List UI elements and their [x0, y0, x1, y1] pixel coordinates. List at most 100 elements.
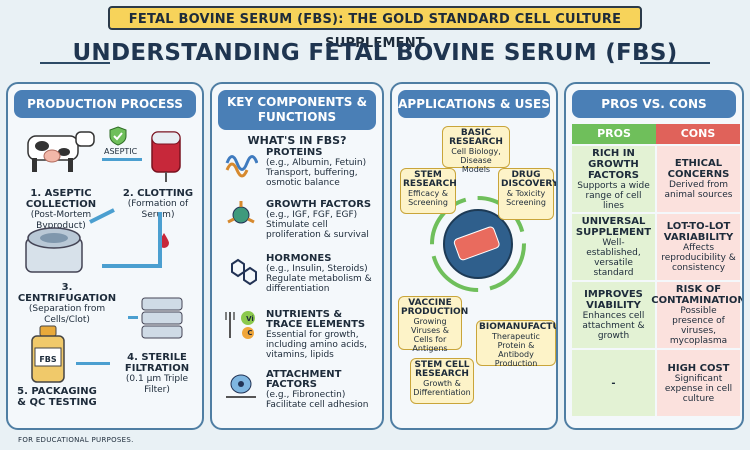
proteins-name: PROTEINS [266, 147, 323, 158]
app-basic-research: BASIC RESEARCH Cell Biology, Disease Mod… [442, 126, 510, 174]
step-3-title: 3. CENTRIFUGATION [17, 282, 117, 304]
page-title: UNDERSTANDING FETAL BOVINE SERUM (FBS) [72, 40, 678, 66]
step-1: 1. ASEPTIC COLLECTION (Post-Mortem Bypro… [12, 188, 110, 232]
app-vaccine-production: VACCINE PRODUCTION Growing Viruses & Cel… [398, 296, 469, 353]
bottle-label: FBS [39, 355, 57, 364]
con-2-desc: Affects reproducibility & consistency [661, 243, 736, 273]
con-4-title: HIGH COST [667, 362, 730, 374]
protein-icon [225, 155, 258, 178]
app-biomanufacturing: BIOMANUFACTURING Therapeutic Protein & A… [476, 320, 558, 368]
pro-cell-3: IMPROVES VIABILITY Enhances cell attachm… [572, 282, 655, 348]
con-3-title: RISK OF CONTAMINATION [651, 284, 744, 306]
app-stem-cell-research-title: STEM CELL RESEARCH [414, 360, 470, 379]
arrow-1 [102, 158, 142, 161]
arrow-3 [128, 316, 138, 319]
hormones-desc: Regulate metabolism & differentiation [266, 274, 372, 294]
app-basic-research-title: BASIC RESEARCH [449, 128, 503, 147]
con-1-desc: Derived from animal sources [664, 180, 733, 200]
app-basic-research-desc: Cell Biology, Disease Models [451, 147, 501, 174]
app-stem-research-desc: Efficacy & Screening [407, 189, 448, 207]
pro-3-desc: Enhances cell attachment & growth [582, 311, 645, 341]
app-drug-discovery-title: DRUG DISCOVERY [501, 170, 558, 189]
proscons-head-row: PROS CONS [572, 124, 740, 144]
pipette-icon [89, 208, 115, 224]
aseptic-tag: ASEPTIC [104, 147, 138, 156]
pro-cell-2: UNIVERSAL SUPPLEMENT Well-established, v… [572, 214, 655, 280]
filter-icon [141, 297, 183, 339]
shield-check-icon [109, 126, 127, 146]
step-2-title: 2. CLOTTING [122, 188, 194, 199]
proscons-row-3: IMPROVES VIABILITY Enhances cell attachm… [572, 282, 742, 348]
vitamin-label-2: C [247, 329, 253, 337]
components-panel: KEY COMPONENTS & FUNCTIONS WHAT'S IN FBS… [210, 82, 384, 430]
title-rule-right [640, 62, 710, 64]
arrow-4 [76, 362, 110, 365]
app-vaccine-production-title: VACCINE PRODUCTION [401, 298, 469, 317]
top-banner: FETAL BOVINE SERUM (FBS): THE GOLD STAND… [108, 6, 642, 51]
pro-3-title: IMPROVES VIABILITY [584, 289, 643, 311]
fbs-bottle-icon [31, 325, 65, 383]
attachment-icon [226, 374, 256, 398]
hormone-icon [231, 258, 257, 286]
pro-cell-4: - [572, 350, 655, 416]
nutrients-desc: Essential for growth, including amino ac… [266, 330, 367, 360]
con-3-desc: Possible presence of viruses, mycoplasma [669, 306, 728, 346]
attachment-desc: Facilitate cell adhesion [266, 400, 369, 410]
con-cell-4: HIGH COST Significant expense in cell cu… [657, 350, 740, 416]
step-3-desc: (Separation from Cells/Clot) [28, 304, 106, 325]
vitamin-label-1: Vi [246, 315, 254, 323]
applications-header: APPLICATIONS & USES [398, 90, 550, 118]
arrow-2-horizontal [102, 264, 162, 268]
components-header: KEY COMPONENTS & FUNCTIONS [218, 90, 376, 130]
con-2-title: LOT-TO-LOT VARIABILITY [663, 221, 734, 243]
app-biomanufacturing-title: BIOMANUFACTURING [479, 322, 558, 332]
pro-2-title: UNIVERSAL SUPPLEMENT [575, 216, 652, 238]
blood-bag-icon [151, 131, 181, 182]
cons-label: CONS [656, 124, 740, 144]
pro-cell-1: RICH IN GROWTH FACTORS Supports a wide r… [572, 146, 655, 212]
con-cell-3: RISK OF CONTAMINATION Possible presence … [651, 282, 742, 348]
proscons-header: PROS VS. CONS [572, 90, 736, 118]
app-stem-research: STEM RESEARCH Efficacy & Screening [400, 168, 457, 214]
app-stem-research-title: STEM RESEARCH [403, 170, 457, 189]
proscons-row-4: - HIGH COST Significant expense in cell … [572, 350, 740, 416]
component-proteins: PROTEINS (e.g., Albumin, Fetuin) Transpo… [266, 147, 376, 189]
step-3: 3. CENTRIFUGATION (Separation from Cells… [12, 282, 122, 326]
proscons-row-1: RICH IN GROWTH FACTORS Supports a wide r… [572, 146, 740, 212]
title-rule-left [40, 62, 110, 64]
cow-icon [27, 131, 95, 172]
component-hormones: HORMONES (e.g., Insulin, Steroids) Regul… [266, 254, 376, 295]
step-1-desc: (Post-Mortem Byproduct) [30, 210, 92, 231]
proscons-row-2: UNIVERSAL SUPPLEMENT Well-established, v… [572, 214, 740, 280]
app-vaccine-production-desc: Growing Viruses & Cells for Antigens [411, 317, 449, 353]
growth-factors-example: (e.g., IGF, FGF, EGF) [266, 210, 358, 220]
step-4: 4. STERILE FILTRATION (0.1 µm Triple Fil… [112, 352, 202, 396]
app-stem-cell-research: STEM CELL RESEARCH Growth & Differentiat… [410, 358, 474, 404]
growth-factor-icon [227, 201, 255, 224]
con-cell-1: ETHICAL CONCERNS Derived from animal sou… [657, 146, 740, 212]
step-1-title: 1. ASEPTIC COLLECTION [25, 188, 97, 210]
step-5-title: 5. PACKAGING & QC TESTING [17, 386, 97, 408]
applications-panel: APPLICATIONS & USES BASIC RESEARCH Cell … [390, 82, 558, 430]
con-4-desc: Significant expense in cell culture [664, 373, 733, 404]
pro-1-title: RICH IN GROWTH FACTORS [588, 147, 639, 181]
app-drug-discovery: DRUG DISCOVERY & Toxicity Screening [498, 168, 558, 220]
nutrients-name: NUTRIENTS & TRACE ELEMENTS [266, 309, 366, 330]
attachment-example: (e.g., Fibronectin) [266, 390, 346, 400]
production-header: PRODUCTION PROCESS [14, 90, 196, 118]
app-biomanufacturing-desc: Therapeutic Protein & Antibody Productio… [492, 332, 540, 368]
growth-factors-name: GROWTH FACTORS [266, 199, 372, 210]
component-attachment: ATTACHMENT FACTORS (e.g., Fibronectin) F… [266, 370, 376, 411]
pros-label: PROS [572, 124, 656, 144]
proteins-example: (e.g., Albumin, Fetuin) [266, 158, 367, 168]
step-5: 5. PACKAGING & QC TESTING [12, 386, 102, 408]
pro-2-desc: Well-established, versatile standard [586, 238, 641, 278]
nutrient-icon [225, 311, 255, 339]
step-4-title: 4. STERILE FILTRATION [124, 352, 190, 374]
component-growth-factors: GROWTH FACTORS (e.g., IGF, FGF, EGF) Sti… [266, 199, 376, 241]
pro-4-title: - [611, 377, 616, 389]
footer-note: FOR EDUCATIONAL PURPOSES. [18, 436, 134, 444]
components-subheader: WHAT'S IN FBS? [247, 134, 347, 147]
arrow-2-vertical [158, 212, 162, 268]
step-4-desc: (0.1 µm Triple Filter) [125, 374, 189, 395]
